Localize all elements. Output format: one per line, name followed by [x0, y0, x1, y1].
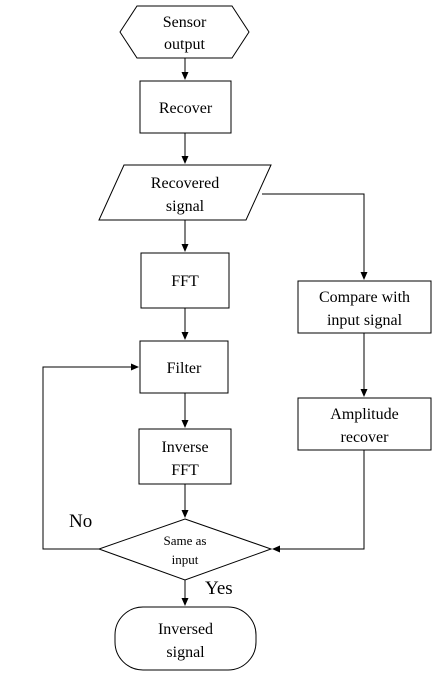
- no-label: No: [69, 511, 92, 532]
- edge-fft-to-filter: [181, 308, 189, 340]
- inversed-signal-line-2: signal: [166, 644, 205, 661]
- recover-label: Recover: [159, 100, 213, 117]
- edge-inverse-fft-to-decision: [181, 484, 189, 518]
- sensor-output-node: Sensor output: [119, 5, 250, 59]
- edge-decision-yes-to-inversed-signal: [181, 580, 189, 606]
- edge-recovered-signal-to-fft: [181, 220, 189, 252]
- inverse-fft-line-2: FFT: [171, 462, 199, 479]
- decision-line-1: Same as: [164, 533, 207, 548]
- inverse-fft-node: Inverse FFT: [138, 428, 232, 485]
- yes-label: Yes: [205, 578, 233, 599]
- recovered-signal-line-1: Recovered: [151, 175, 219, 192]
- amplitude-recover-line-2: recover: [341, 429, 390, 446]
- recover-node: Recover: [139, 80, 232, 134]
- same-as-input-decision: Same as input: [97, 518, 273, 581]
- edge-amplitude-to-decision: [272, 450, 365, 553]
- edge-compare-to-amplitude: [360, 333, 368, 397]
- compare-line-2: input signal: [327, 312, 403, 329]
- amplitude-recover-node: Amplitude recover: [297, 397, 432, 451]
- sensor-output-line-1: Sensor: [163, 14, 207, 31]
- filter-node: Filter: [139, 340, 229, 394]
- edge-recover-to-recovered-signal: [181, 133, 189, 164]
- amplitude-recover-line-1: Amplitude: [330, 406, 398, 423]
- filter-label: Filter: [167, 360, 202, 377]
- inversed-signal-node: Inversed signal: [114, 606, 257, 671]
- compare-line-1: Compare with: [319, 289, 410, 306]
- edge-filter-to-inverse-fft: [181, 393, 189, 428]
- inversed-signal-line-1: Inversed: [158, 621, 213, 638]
- edge-sensor-to-recover: [181, 58, 189, 80]
- decision-line-2: input: [172, 552, 199, 567]
- fft-node: FFT: [140, 252, 230, 309]
- edge-recovered-signal-to-compare: [262, 193, 368, 280]
- sensor-output-line-2: output: [164, 36, 205, 53]
- edge-decision-no-to-filter: [42, 363, 139, 550]
- recovered-signal-line-2: signal: [166, 198, 205, 215]
- fft-label: FFT: [171, 273, 199, 290]
- recovered-signal-node: Recovered signal: [98, 164, 272, 221]
- compare-node: Compare with input signal: [297, 280, 432, 334]
- inverse-fft-line-1: Inverse: [161, 439, 208, 456]
